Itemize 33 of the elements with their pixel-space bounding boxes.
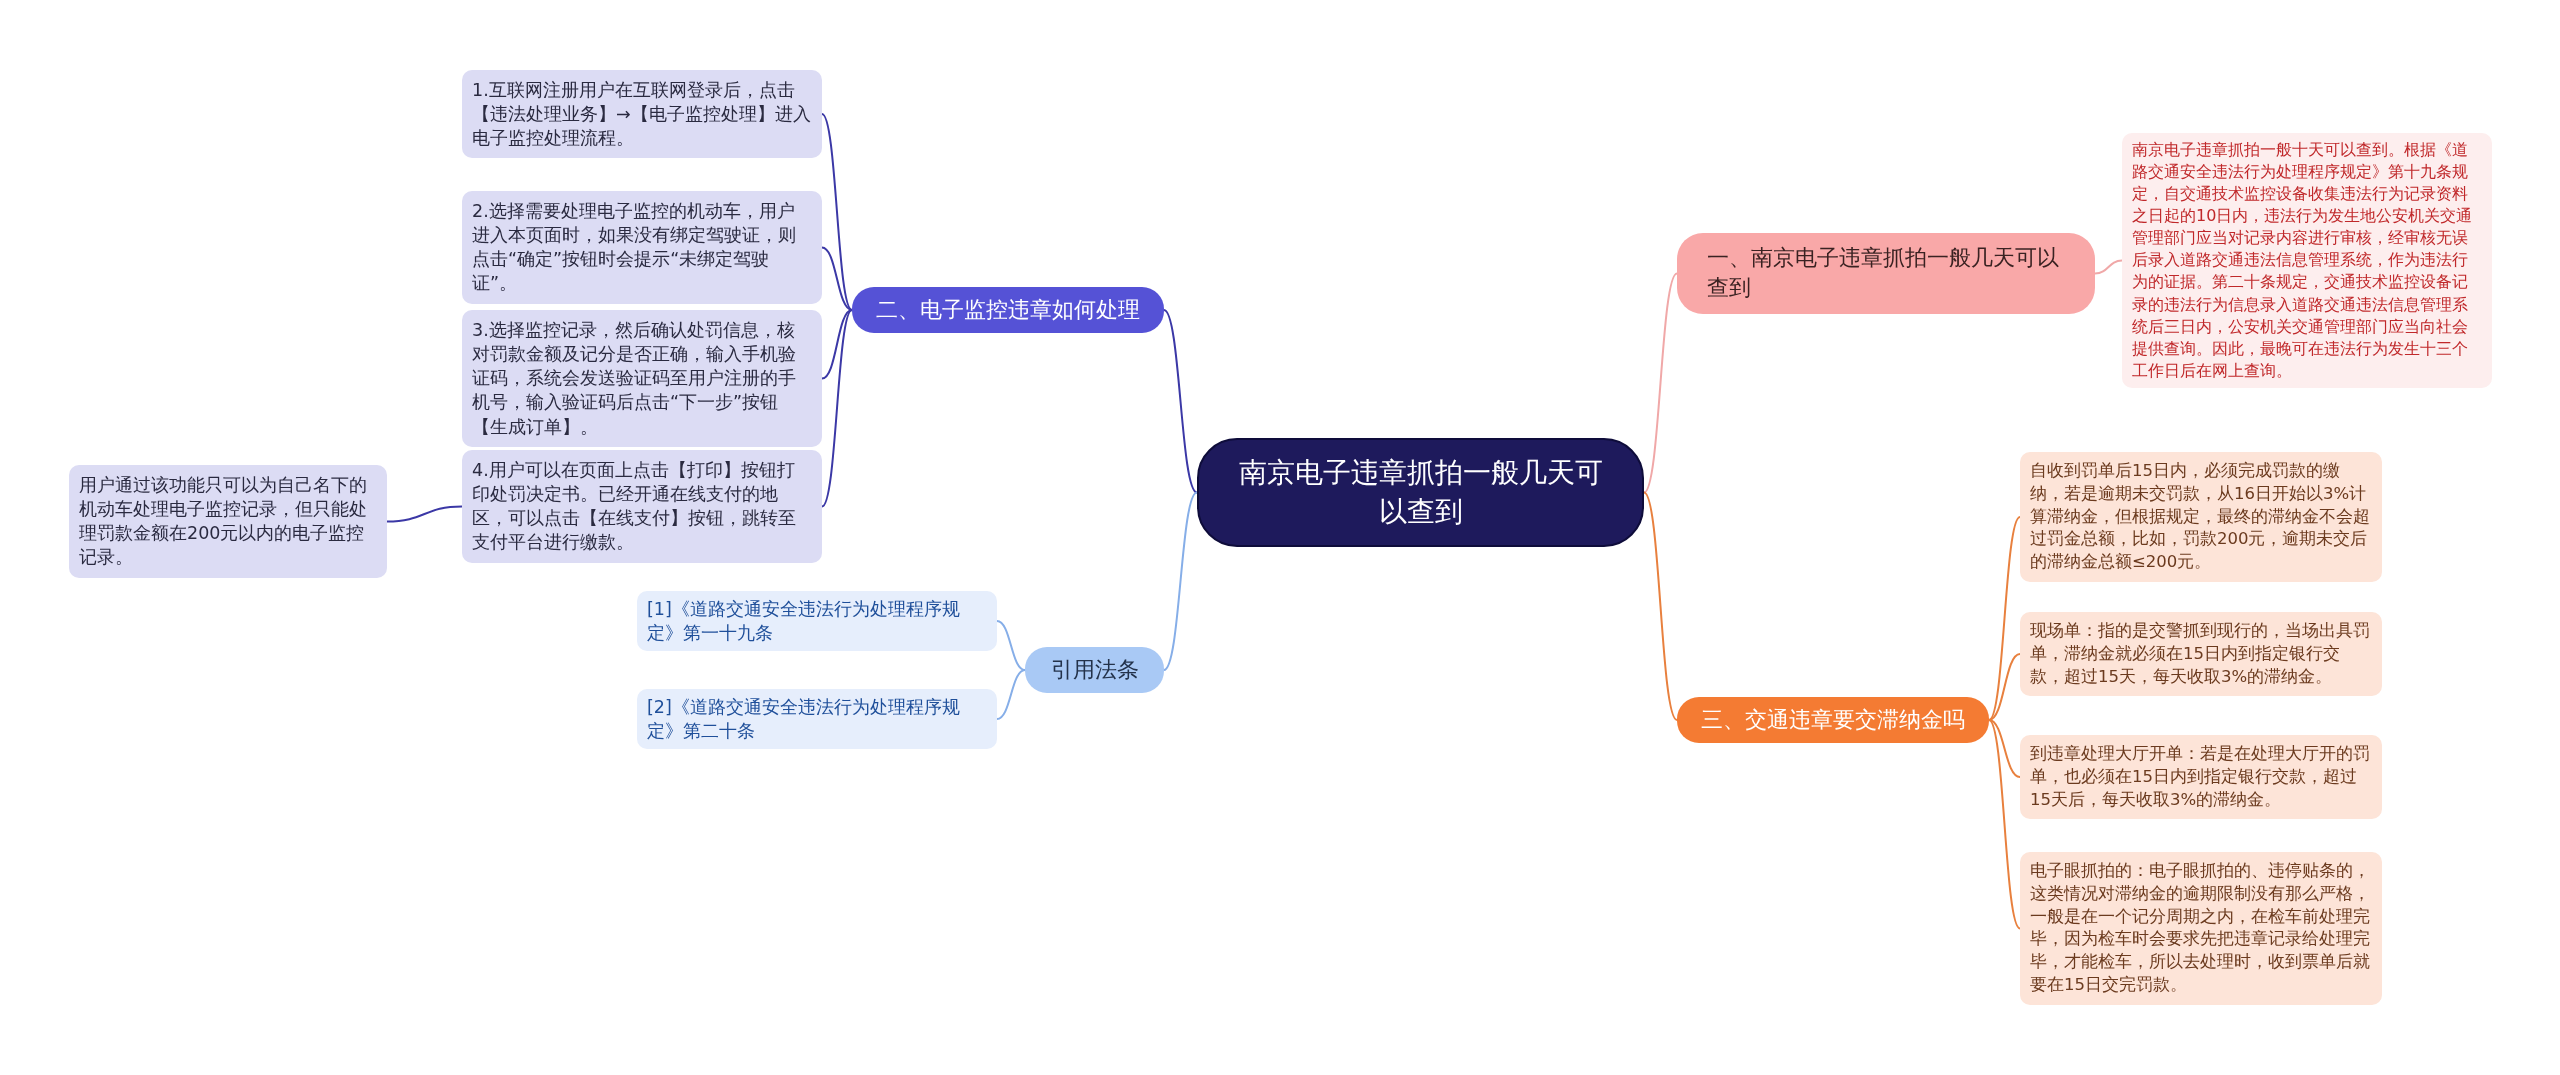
note-box: 现场单：指的是交警抓到现行的，当场出具罚单，滞纳金就必须在15日内到指定银行交款，超过15天，每天收取3%的滞纳金。: [2020, 612, 2382, 697]
connector-line: [996, 669, 1026, 720]
connector-line: [821, 113, 853, 311]
central-topic: 南京电子违章抓拍一般几天可以查到: [1197, 438, 1644, 548]
citation-box: [1]《道路交通安全违法行为处理程序规定》第一十九条: [637, 591, 997, 652]
step-box: 3.选择监控记录，然后确认处罚信息，核对罚款金额及记分是否正确，输入手机验证码，系统会发送验证码至用户注册的手机号，输入验证码后点击“下一步”按钮【生成订单】。: [462, 310, 822, 447]
note-box: 到违章处理大厅开单：若是在处理大厅开的罚单，也必须在15日内到指定银行交款，超过15天后，每天收取3%的滞纳金。: [2020, 735, 2382, 820]
connector-line: [1643, 272, 1678, 494]
connector-line: [386, 505, 463, 523]
connector-line: [1988, 653, 2021, 721]
note-box: 电子眼抓拍的：电子眼抓拍的、违停贴条的，这类情况对滞纳金的逾期限制没有那么严格，一般是在一个记分周期之内，在检车前处理完毕，因为检车时会要求先把违章记录给处理完毕，才能检车，所以去处理时，收到票单后就要在15日交完罚款。: [2020, 852, 2382, 1005]
connector-line: [996, 620, 1026, 671]
step-box: 1.互联网注册用户在互联网登录后，点击【违法处理业务】→【电子监控处理】进入电子监控处理流程。: [462, 70, 822, 159]
note-box: 自收到罚单后15日内，必须完成罚款的缴纳，若是逾期未交罚款，从16日开始以3%计算滞纳金，但根据规定，最终的滞纳金不会超过罚金总额，比如，罚款200元，逾期未交后的滞纳金总额≤200元。: [2020, 452, 2382, 582]
step-box: 用户通过该功能只可以为自己名下的机动车处理电子监控记录，但只能处理罚款金额在200元以内的电子监控记录。: [69, 465, 387, 578]
connector-line: [821, 309, 853, 508]
branch-topic: 一、南京电子违章抓拍一般几天可以查到: [1677, 233, 2095, 314]
branch-topic: 二、电子监控违章如何处理: [852, 287, 1164, 334]
connector-line: [1988, 516, 2021, 721]
note-box: 南京电子违章抓拍一般十天可以查到。根据《道路交通安全违法行为处理程序规定》第十九条规定，自交通技术监控设备收集违法行为记录资料之日起的10日内，违法行为发生地公安机关交通管理部门应当对记录内容进行审核，经审核无误后录入道路交通违法信息管理系统，作为违法行为的证据。第二十条规定，交通技术监控设备记录的违法行为信息录入道路交通违法信息管理系统后三日内，公安机关交通管理部门应当向社会提供查询。因此，最晚可在违法行为发生十三个工作日后在网上查询。: [2122, 133, 2492, 388]
connector-line: [821, 246, 853, 311]
citation-box: [2]《道路交通安全违法行为处理程序规定》第二十条: [637, 689, 997, 750]
connector-line: [2094, 259, 2123, 275]
connector-line: [1163, 309, 1198, 494]
connector-line: [1163, 491, 1198, 671]
step-box: 4.用户可以在页面上点击【打印】按钮打印处罚决定书。已经开通在线支付的地区，可以点击【在线支付】按钮，跳转至支付平台进行缴款。: [462, 450, 822, 563]
step-box: 2.选择需要处理电子监控的机动车，用户进入本页面时，如果没有绑定驾驶证，则点击“确定”按钮时会提示“未绑定驾驶证”。: [462, 191, 822, 304]
connector-line: [1643, 491, 1678, 721]
branch-topic: 三、交通违章要交滞纳金吗: [1677, 697, 1989, 744]
connector-line: [1988, 719, 2021, 778]
branch-topic: 引用法条: [1025, 647, 1164, 694]
connector-line: [821, 309, 853, 380]
connector-line: [1988, 719, 2021, 930]
